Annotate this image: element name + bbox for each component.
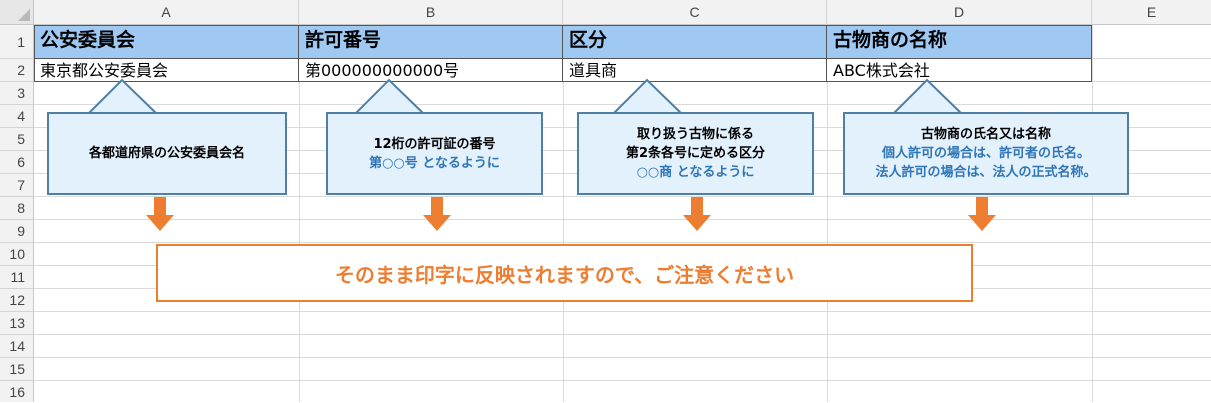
- down-arrow-icon: [683, 197, 711, 231]
- callout-tail: [352, 78, 427, 116]
- callout-line: 12桁の許可証の番号: [373, 136, 496, 152]
- down-arrow-icon: [423, 197, 451, 231]
- column-header-d[interactable]: D: [827, 0, 1092, 25]
- gridline: [34, 380, 1211, 381]
- callout-public-safety-commission: 各都道府県の公安委員会名: [47, 112, 287, 195]
- callout-tail: [610, 78, 685, 116]
- select-all-corner[interactable]: [0, 0, 34, 25]
- row-header-9[interactable]: 9: [0, 220, 34, 243]
- row-header-11[interactable]: 11: [0, 266, 34, 289]
- cell-d1[interactable]: 古物商の名称: [827, 25, 1092, 59]
- row-header-10[interactable]: 10: [0, 243, 34, 266]
- cell-d2[interactable]: ABC株式会社: [827, 59, 1092, 82]
- row-header-4[interactable]: 4: [0, 105, 34, 128]
- row-header-2[interactable]: 2: [0, 59, 34, 82]
- gridline: [299, 25, 300, 402]
- row-header-5[interactable]: 5: [0, 128, 34, 151]
- callout-line: ○○商 となるように: [636, 165, 755, 180]
- gridline: [34, 242, 1211, 243]
- callout-line: 取り扱う古物に係る: [636, 127, 754, 142]
- column-header-c[interactable]: C: [563, 0, 827, 25]
- warning-banner: そのまま印字に反映されますので、ご注意ください: [156, 244, 973, 302]
- row-header-3[interactable]: 3: [0, 82, 34, 105]
- gridline: [1092, 25, 1093, 402]
- callout-line: 個人許可の場合は、許可者の氏名。: [881, 146, 1090, 161]
- callout-line: 第2条各号に定める区分: [625, 146, 766, 161]
- callout-tail: [85, 78, 160, 116]
- gridline: [34, 357, 1211, 358]
- callout-line: 各都道府県の公安委員会名: [88, 146, 245, 161]
- gridline: [563, 25, 564, 402]
- row-header-8[interactable]: 8: [0, 197, 34, 220]
- gridline: [34, 334, 1211, 335]
- row-header-6[interactable]: 6: [0, 151, 34, 174]
- warning-banner-text: そのまま印字に反映されますので、ご注意ください: [334, 262, 795, 287]
- callout-tail: [890, 78, 965, 116]
- gridline: [827, 25, 828, 402]
- callout-business-name: 古物商の氏名又は名称 個人許可の場合は、許可者の氏名。 法人許可の場合は、法人の…: [843, 112, 1129, 195]
- cell-c2[interactable]: 道具商: [563, 59, 827, 82]
- column-header-e[interactable]: E: [1092, 0, 1211, 25]
- row-header-13[interactable]: 13: [0, 312, 34, 335]
- cell-c1[interactable]: 区分: [563, 25, 827, 59]
- gridline: [34, 196, 1211, 197]
- callout-line: 古物商の氏名又は名称: [920, 127, 1051, 142]
- callout-permit-number: 12桁の許可証の番号 第○○号 となるように: [326, 112, 543, 195]
- row-header-16[interactable]: 16: [0, 381, 34, 402]
- row-header-12[interactable]: 12: [0, 289, 34, 312]
- row-header-14[interactable]: 14: [0, 335, 34, 358]
- callout-line: 第○○号 となるように: [369, 155, 500, 171]
- select-all-triangle-icon: [18, 9, 30, 21]
- callout-category: 取り扱う古物に係る 第2条各号に定める区分 ○○商 となるように: [577, 112, 814, 195]
- gridline: [34, 311, 1211, 312]
- row-header-1[interactable]: 1: [0, 25, 34, 59]
- row-header-15[interactable]: 15: [0, 358, 34, 381]
- gridline: [34, 219, 1211, 220]
- column-header-a[interactable]: A: [34, 0, 299, 25]
- callout-line: 法人許可の場合は、法人の正式名称。: [875, 165, 1097, 180]
- cell-b1[interactable]: 許可番号: [299, 25, 563, 59]
- down-arrow-icon: [968, 197, 996, 231]
- cell-a1[interactable]: 公安委員会: [34, 25, 299, 59]
- down-arrow-icon: [146, 197, 174, 231]
- row-header-7[interactable]: 7: [0, 174, 34, 197]
- column-header-b[interactable]: B: [299, 0, 563, 25]
- cell-a2[interactable]: 東京都公安委員会: [34, 59, 299, 82]
- cell-b2[interactable]: 第000000000000号: [299, 59, 563, 82]
